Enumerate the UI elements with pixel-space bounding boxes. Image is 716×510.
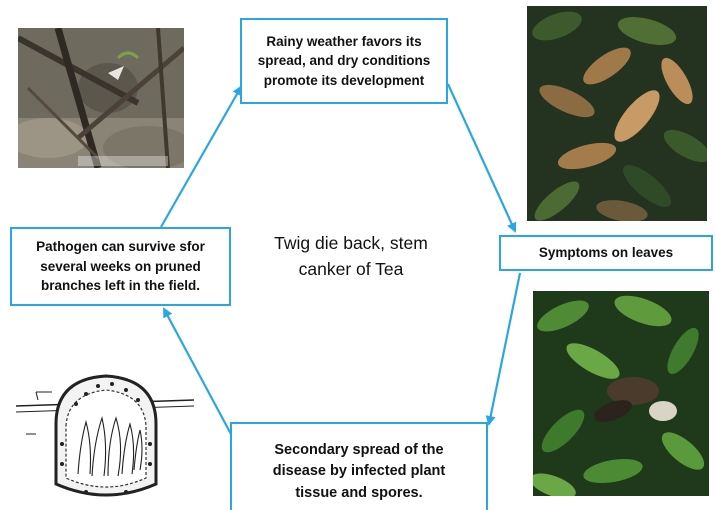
node-secondary-spread-text: Secondary spread of the disease by infec… [273,440,445,503]
node-symptoms: Symptoms on leaves [499,235,713,271]
arrow-left-to-top [161,87,241,227]
node-symptoms-text: Symptoms on leaves [539,243,673,263]
arrow-bottom-to-left [164,309,232,436]
node-weather-text: Rainy weather favors its spread, and dry… [258,32,431,91]
node-weather: Rainy weather favors its spread, and dry… [240,18,448,104]
node-pathogen-survival-text: Pathogen can survive sfor several weeks … [36,237,205,296]
arrow-right-to-bottom [489,273,520,424]
arrow-top-to-right [448,84,515,231]
diagram-title: Twig die back, stem canker of Tea [245,230,457,283]
node-pathogen-survival: Pathogen can survive sfor several weeks … [10,227,231,306]
node-secondary-spread: Secondary spread of the disease by infec… [230,422,488,510]
